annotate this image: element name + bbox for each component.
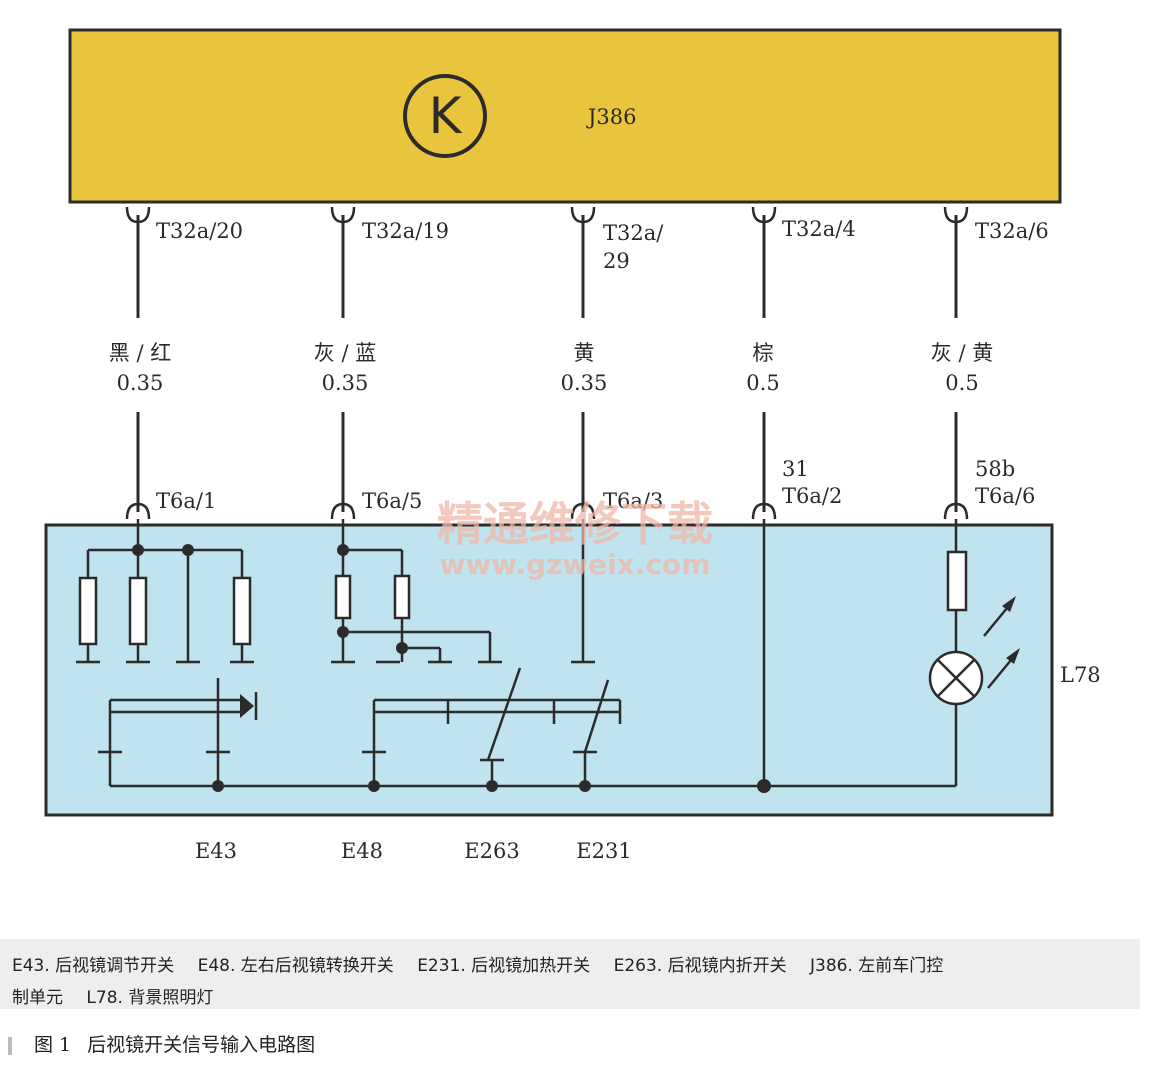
- switch-unit-box: [44, 523, 1054, 817]
- pin-label-t6a-6: T6a/6: [975, 484, 1035, 508]
- legend-line-1: E43. 后视镜调节开关 E48. 左右后视镜转换开关 E231. 后视镜加热开…: [12, 951, 961, 976]
- pin-label-t6a-5: T6a/5: [362, 489, 422, 513]
- terminal-31-label: 31: [782, 457, 809, 481]
- pin-label-t32a-20: T32a/20: [156, 219, 243, 243]
- wire-size-4: 0.5: [746, 371, 779, 395]
- legend-l78: L78. 背景照明灯: [86, 988, 214, 1008]
- ground-bus: [110, 519, 956, 793]
- circuit-diagram: K J386 T32a/20 T32a/19 T32a/ 29 T32a/4 T…: [44, 28, 1101, 863]
- connectors-switch-unit: [125, 502, 969, 520]
- legend-e263: E263. 后视镜内折开关: [613, 956, 787, 976]
- e48-switch-network: [331, 519, 622, 786]
- pin-label-t32a-29: T32a/: [603, 221, 664, 245]
- legend-e43: E43. 后视镜调节开关: [12, 956, 175, 976]
- wire-color-5: 灰 / 黄: [931, 341, 993, 365]
- component-label-e43: E43: [195, 839, 237, 863]
- pin-label-t32a-19: T32a/19: [362, 219, 449, 243]
- connectors-j386: [125, 206, 969, 224]
- caption-marker: [8, 1037, 12, 1055]
- legend-j386: J386. 左前车门控: [810, 956, 944, 976]
- wire-color-1: 黑 / 红: [109, 341, 171, 365]
- legend-line-2: 制单元 L78. 背景照明灯: [12, 983, 231, 1008]
- control-unit-symbol-letter: K: [429, 87, 463, 145]
- e43-switch-network: [76, 519, 258, 786]
- wire-size-3: 0.35: [561, 371, 608, 395]
- wires-lower: [136, 412, 958, 512]
- legend-j386-cont: 制单元: [12, 988, 63, 1008]
- pin-label-t6a-2: T6a/2: [782, 484, 842, 508]
- j386-label: J386: [586, 105, 637, 129]
- legend-e48: E48. 左右后视镜转换开关: [197, 956, 394, 976]
- wires-upper: [136, 215, 958, 318]
- figure-caption: 图 1 后视镜开关信号输入电路图: [8, 1030, 315, 1057]
- wire-color-3: 黄: [574, 341, 595, 365]
- legend-e231: E231. 后视镜加热开关: [417, 956, 591, 976]
- watermark-url: www.gzweix.com: [440, 548, 711, 581]
- wire-color-4: 棕: [753, 341, 774, 365]
- light-emission-arrows-icon: [983, 596, 1020, 689]
- j386-module-box: [68, 28, 1062, 204]
- component-label-e48: E48: [341, 839, 383, 863]
- figure-title: 后视镜开关信号输入电路图: [87, 1034, 316, 1056]
- pin-label-t6a-3: T6a/3: [603, 489, 663, 513]
- control-unit-symbol: K: [403, 74, 487, 158]
- component-label-e231: E231: [576, 839, 631, 863]
- pin-label-t32a-6: T32a/6: [975, 219, 1049, 243]
- wire-size-5: 0.5: [945, 371, 978, 395]
- l78-label: L78: [1060, 663, 1101, 687]
- background-light-circuit: [928, 519, 1020, 786]
- terminal-58b-label: 58b: [975, 457, 1015, 481]
- wire-color-2: 灰 / 蓝: [314, 341, 376, 365]
- wire-size-2: 0.35: [322, 371, 369, 395]
- pin-label-t32a-4: T32a/4: [782, 217, 856, 241]
- watermark-title: 精通维修下载: [437, 497, 713, 551]
- e231-switch: [571, 519, 610, 786]
- legend: E43. 后视镜调节开关 E48. 左右后视镜转换开关 E231. 后视镜加热开…: [0, 939, 1140, 1009]
- component-label-e263: E263: [464, 839, 519, 863]
- wire-size-1: 0.35: [117, 371, 164, 395]
- pin-label-t6a-1: T6a/1: [156, 489, 216, 513]
- lamp-icon: [928, 650, 984, 706]
- pin-label-t32a-29-cont: 29: [603, 249, 630, 273]
- figure-number: 图 1: [34, 1034, 72, 1056]
